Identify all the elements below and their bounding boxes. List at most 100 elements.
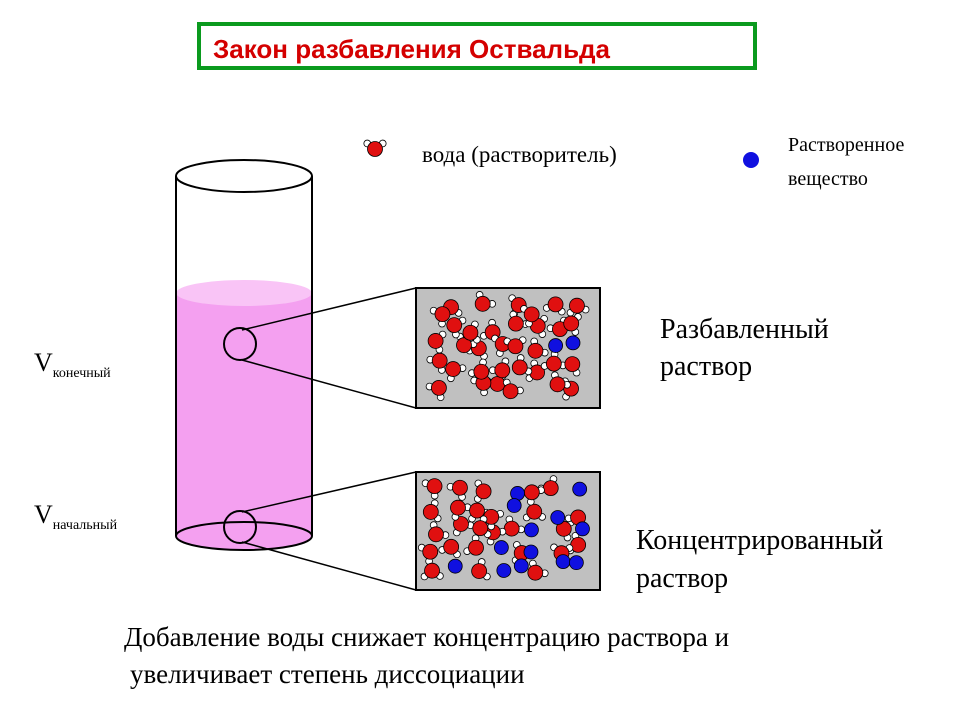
water-molecule (468, 358, 490, 380)
oxygen-atom (526, 503, 543, 520)
water-molecule (540, 350, 562, 372)
water-molecule (471, 558, 491, 581)
oxygen-atom (367, 141, 383, 157)
oxygen-atom (563, 315, 580, 332)
dilute-molecules (425, 291, 590, 402)
oxygen-atom (456, 337, 472, 354)
concentrated-label-line1: Концентрированный (636, 525, 884, 556)
solute-particle (555, 554, 571, 569)
oxygen-atom (434, 306, 451, 323)
oxygen-atom (545, 355, 562, 372)
water-molecule (474, 479, 492, 503)
oxygen-atom (569, 297, 585, 314)
oxygen-atom (523, 306, 540, 323)
oxygen-atom (452, 479, 468, 496)
water-molecule (450, 499, 472, 521)
dilute-label-line2: раствор (660, 351, 753, 382)
solute-particle (523, 544, 539, 560)
title-box: Закон разбавления Оствальда (197, 22, 757, 70)
v-initial-sub: начальный (52, 518, 118, 533)
oxygen-atom (523, 484, 540, 501)
solute-particle (447, 558, 463, 574)
zoom-lower (223, 471, 417, 591)
oxygen-atom (564, 356, 581, 373)
solute-particle-icon (743, 152, 759, 168)
zoom-upper-line-top (241, 287, 417, 331)
water-molecule-icon (363, 139, 387, 157)
water-molecule (446, 479, 468, 501)
zoom-lower-line-bottom (241, 541, 417, 591)
water-molecule (422, 499, 442, 523)
liquid-surface (176, 280, 312, 306)
legend-water-label: вода (растворитель) (422, 142, 617, 167)
oxygen-atom (542, 480, 559, 497)
solute-particle (506, 498, 522, 513)
graduated-cylinder (175, 159, 313, 551)
solute-particle (568, 555, 584, 571)
water-molecule (445, 361, 467, 383)
solute-particle (493, 540, 509, 555)
v-initial-main: V (34, 500, 53, 529)
v-final-sub: конечный (52, 366, 111, 381)
oxygen-atom (494, 362, 511, 379)
oxygen-atom (511, 359, 528, 376)
oxygen-atom (422, 504, 439, 520)
water-molecule (527, 337, 549, 359)
zoom-lower-line-top (241, 471, 417, 513)
water-molecule (463, 534, 484, 556)
oxygen-atom (503, 520, 520, 537)
oxygen-atom (469, 502, 485, 519)
water-molecule (542, 296, 566, 316)
oxygen-atom (468, 539, 484, 556)
oxygen-atom (474, 295, 491, 312)
oxygen-atom (489, 376, 506, 392)
oxygen-atom (502, 383, 519, 400)
caption-line2: увеличивает степень диссоциации (130, 659, 525, 689)
water-molecule (566, 297, 590, 317)
solute-particle (496, 563, 512, 578)
oxygen-atom (507, 315, 524, 332)
water-molecule (420, 562, 444, 581)
water-molecule (472, 515, 492, 538)
water-molecule (549, 371, 571, 393)
oxygen-atom (472, 520, 489, 537)
oxygen-atom (570, 537, 587, 553)
oxygen-atom (473, 363, 490, 380)
water-molecule (522, 503, 546, 522)
water-molecule (507, 310, 530, 332)
solute-particle (548, 338, 564, 353)
water-molecule (446, 316, 467, 339)
zoom-lower-circle (223, 510, 257, 544)
solute-particle (550, 510, 566, 525)
water-molecule (523, 484, 545, 506)
concentrated-label-line2: раствор (636, 563, 729, 594)
page-title: Закон разбавления Оствальда (213, 34, 611, 64)
water-molecule (520, 305, 540, 328)
oxygen-atom (422, 543, 439, 560)
water-molecule (438, 538, 461, 559)
water-molecule (511, 354, 533, 376)
oxygen-atom (443, 538, 460, 555)
oxygen-atom (428, 526, 444, 543)
caption-line1: Добавление воды снижает концентрацию рас… (124, 622, 730, 652)
zoom-upper-circle (223, 327, 257, 361)
water-molecule (462, 320, 481, 344)
water-molecule (503, 336, 527, 355)
water-molecule (421, 478, 443, 500)
dilute-label-line1: Разбавленный (660, 314, 829, 345)
solute-particle (513, 558, 529, 574)
oxygen-atom (431, 352, 448, 369)
oxygen-atom (424, 562, 440, 579)
legend-solute-label-line1: Растворенное (788, 134, 905, 156)
v-final-label: Vконечный (34, 348, 111, 382)
water-molecule (559, 356, 581, 377)
solute-particle (524, 522, 539, 538)
liquid-bottom (175, 521, 313, 551)
oxygen-atom (549, 376, 566, 393)
oxygen-atom (547, 296, 564, 313)
water-molecule (363, 139, 387, 157)
solute-particle (572, 481, 588, 497)
water-molecule (563, 313, 582, 336)
solute-particle (565, 335, 581, 351)
